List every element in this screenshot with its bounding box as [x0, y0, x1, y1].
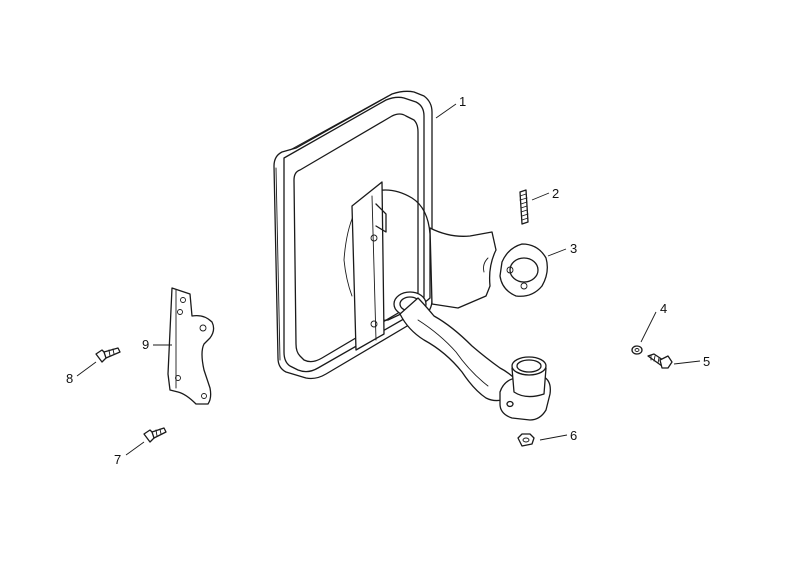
gasket [499, 243, 548, 297]
muffler-body [273, 90, 497, 380]
callout-8: 8 [66, 371, 73, 386]
callout-1: 1 [459, 94, 466, 109]
nut [517, 433, 535, 447]
callout-7: 7 [114, 452, 121, 467]
callout-9: 9 [142, 337, 149, 352]
mounting-bracket [167, 287, 215, 405]
callout-4: 4 [660, 301, 667, 316]
washer [631, 345, 643, 355]
leader-lines [76, 103, 701, 456]
bolt-5 [647, 353, 673, 369]
bolt-7 [143, 427, 167, 443]
callout-2: 2 [552, 186, 559, 201]
callout-5: 5 [703, 354, 710, 369]
stud-bolt [519, 189, 529, 225]
callout-labels: 1 2 3 4 5 6 7 8 9 [66, 94, 710, 467]
exhaust-pipe [399, 297, 551, 421]
callout-3: 3 [570, 241, 577, 256]
callout-6: 6 [570, 428, 577, 443]
bolt-8 [95, 347, 121, 363]
